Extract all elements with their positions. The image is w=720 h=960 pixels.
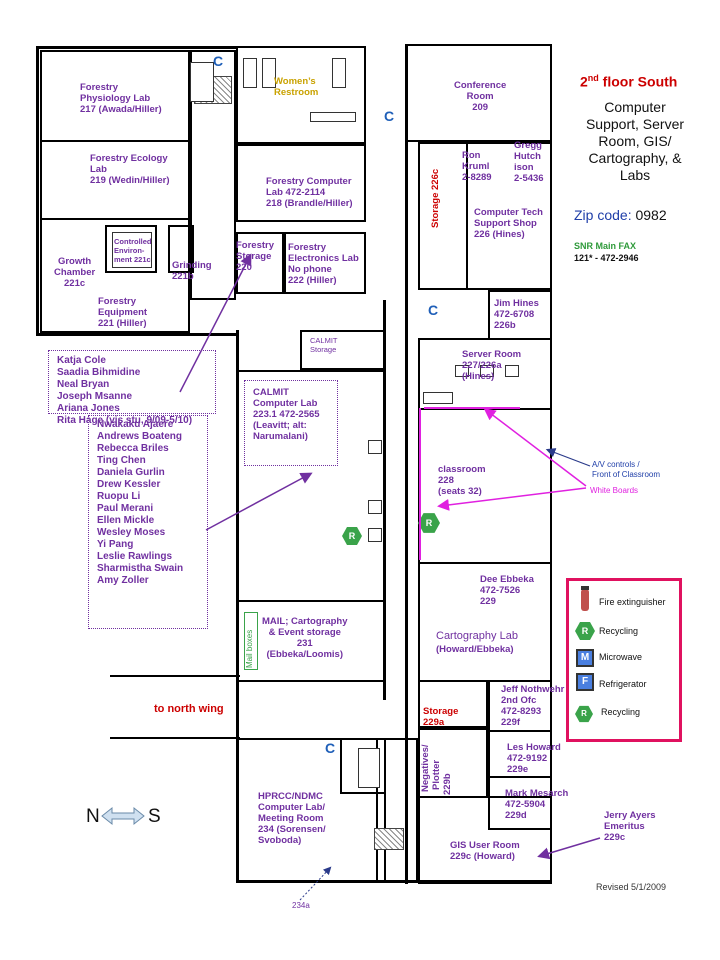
stairs [374,828,404,850]
legend-label: Fire extinguisher [599,597,666,607]
label-revised-date: Revised 5/1/2009 [596,882,667,892]
calmit-lab-box [244,380,338,466]
recycling-marker: R [342,527,362,545]
server-rack [480,365,494,377]
arrow-av [545,448,591,467]
recycling-marker: R [418,513,440,533]
recycling-icon: R [575,705,593,723]
zip-code: Zip code: 0982 [574,207,667,223]
elevator [340,738,386,794]
arrow-jerry [537,837,601,860]
elevator-car [358,748,380,788]
c-marker: C [213,53,224,69]
compass-north: N [86,806,100,827]
c-marker: C [325,740,336,756]
room-209 [405,44,552,142]
legend-label: Refrigerator [599,679,647,689]
cabinet [368,528,382,542]
label-to-north-wing: to north wing [154,703,224,715]
room-221 [40,218,190,333]
stall [243,58,257,88]
fax-info: SNR Main FAX 121* - 472-2946 [574,241,639,263]
legend-label: Recycling [599,626,639,636]
legend-label: Microwave [599,652,643,662]
room-229a [418,680,488,728]
arrow-people-2 [205,472,313,531]
arrow-whiteboard-1 [483,408,587,487]
room-womens [236,46,366,144]
room-218 [236,144,366,222]
mail-boxes-cabinet [244,612,258,670]
sink-counter [310,112,356,122]
room-221b [168,225,194,273]
room-229c [418,796,552,884]
stall [262,58,276,88]
label-av-controls: A/V controls /Front of Classroom [592,460,661,479]
cabinet [368,500,382,514]
stall [332,58,346,88]
arrow-people-1 [179,253,252,393]
label-cartography-lab: Cartography Lab(Howard/Ebbeka) [436,630,518,655]
server-rack [455,365,469,377]
env-chamber [112,232,152,268]
stair-core-left [190,50,236,300]
cabinet [368,440,382,454]
room-226 [418,142,552,290]
microwave-icon: M [576,649,594,667]
room-222 [284,232,366,294]
arrow-whiteboard-2 [437,487,587,511]
room-controlled-env [105,225,157,273]
room-220 [236,232,284,294]
legend: Fire extinguisher R Recycling M Microwav… [566,578,682,742]
label-white-boards: White Boards [590,486,639,495]
rack [423,392,453,404]
arrow-234a [299,866,332,901]
compass-arrow [101,806,145,826]
page-subtitle: Computer Support, Server Room, GIS/ Cart… [585,99,685,183]
page-title: 2nd floor South [580,73,678,90]
stair-runs [190,62,214,102]
fire-extinguisher-icon [581,589,589,611]
label-234a: 234a [292,901,310,910]
recycling-icon: R [575,622,595,640]
legend-label: Recycling [601,707,641,717]
extinguisher-nozzle [581,586,589,590]
refrigerator-icon: F [576,673,594,691]
compass-south: S [148,806,161,827]
c-marker: C [428,302,439,318]
server-rack [505,365,519,377]
c-marker: C [384,108,395,124]
